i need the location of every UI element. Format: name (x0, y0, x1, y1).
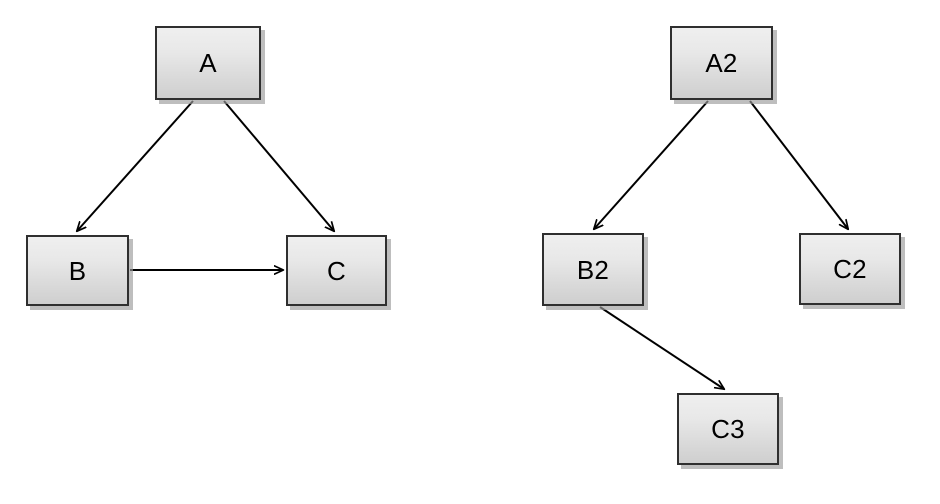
node-c3[interactable]: C3 (677, 393, 779, 465)
node-label-a2: A2 (705, 48, 738, 78)
node-c[interactable]: C (286, 235, 387, 306)
node-label-c: C (327, 255, 346, 286)
node-b[interactable]: B (26, 235, 129, 306)
node-label-c3: C3 (711, 414, 745, 444)
node-label-c2: C2 (833, 254, 867, 284)
node-c2[interactable]: C2 (799, 233, 901, 305)
node-label-b2: B2 (576, 254, 610, 285)
node-label-a: A (199, 48, 217, 78)
edge-a2-to-c2[interactable] (749, 100, 848, 229)
edge-a-to-c[interactable] (223, 100, 334, 231)
node-a[interactable]: A (155, 26, 261, 100)
edge-a-to-b[interactable] (77, 100, 194, 231)
edges-group (77, 100, 848, 389)
node-label-b: B (68, 255, 87, 286)
node-b2[interactable]: B2 (542, 233, 644, 306)
node-a2[interactable]: A2 (670, 26, 773, 100)
edge-b2-to-c3[interactable] (599, 306, 724, 389)
edge-a2-to-b2[interactable] (594, 100, 709, 229)
